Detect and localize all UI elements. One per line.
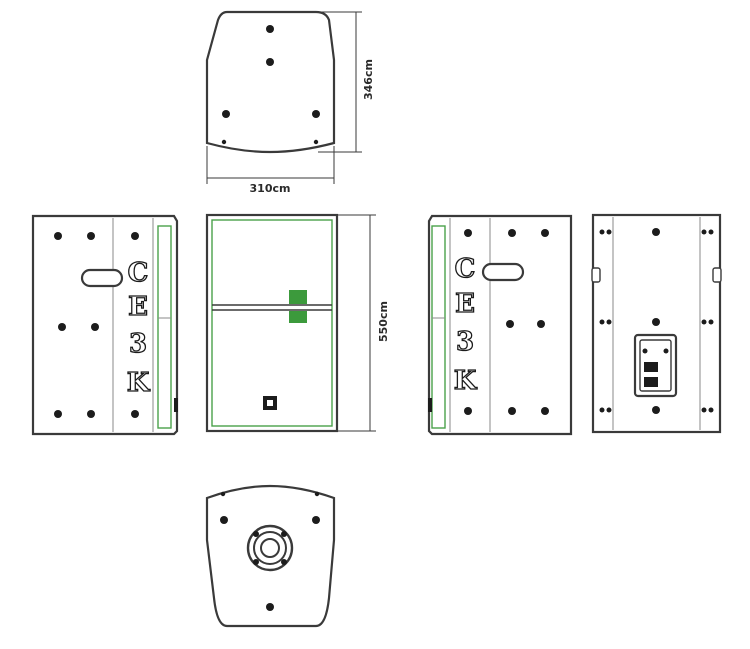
- logo-letter: E: [455, 289, 475, 319]
- right-side-outline: [427, 214, 573, 436]
- depth-dimension-label: 346cm: [362, 59, 375, 100]
- top-view-outline: [205, 10, 336, 154]
- carry-handle: [80, 268, 124, 288]
- logo-letter: C: [455, 254, 476, 284]
- front-view: [205, 213, 339, 433]
- rear-handle-right: [712, 267, 722, 283]
- side-panel-edge: [431, 225, 446, 429]
- logo-letter: K: [454, 366, 478, 396]
- logo-letter: K: [127, 368, 151, 398]
- grille-badge: [289, 311, 307, 323]
- height-dimension-label: 550cm: [377, 301, 390, 342]
- mount-hole: [266, 58, 274, 66]
- left-side-view: C E 3 K: [31, 214, 179, 436]
- top-view: [205, 10, 336, 154]
- grille-badge: [289, 290, 307, 304]
- side-latch: [428, 398, 432, 412]
- mount-hole: [312, 110, 320, 118]
- pole-mount-socket: [246, 524, 294, 572]
- depth-dimension: 346cm: [318, 11, 375, 153]
- side-latch: [174, 398, 178, 412]
- rear-view: [591, 213, 722, 434]
- front-outline: [205, 213, 339, 433]
- logo-letter: 3: [129, 329, 147, 359]
- input-connector: [644, 362, 658, 372]
- mount-hole: [313, 139, 319, 145]
- width-dimension: 310cm: [206, 146, 335, 195]
- logo-letter: C: [128, 258, 149, 288]
- front-grille: [211, 219, 333, 427]
- input-connector: [644, 377, 658, 387]
- logo-letter: 3: [456, 327, 474, 357]
- left-side-outline: [31, 214, 179, 436]
- right-side-view: C E 3 K: [427, 214, 573, 436]
- rear-handle-left: [591, 267, 601, 283]
- mount-hole: [266, 25, 274, 33]
- mount-hole: [222, 110, 230, 118]
- logo-letter: E: [128, 292, 148, 322]
- width-dimension-label: 310cm: [250, 182, 291, 195]
- carry-handle: [481, 262, 525, 282]
- side-panel-edge: [157, 225, 172, 429]
- mount-hole: [221, 139, 227, 145]
- height-dimension: 550cm: [337, 214, 390, 432]
- bottom-view: [205, 484, 336, 628]
